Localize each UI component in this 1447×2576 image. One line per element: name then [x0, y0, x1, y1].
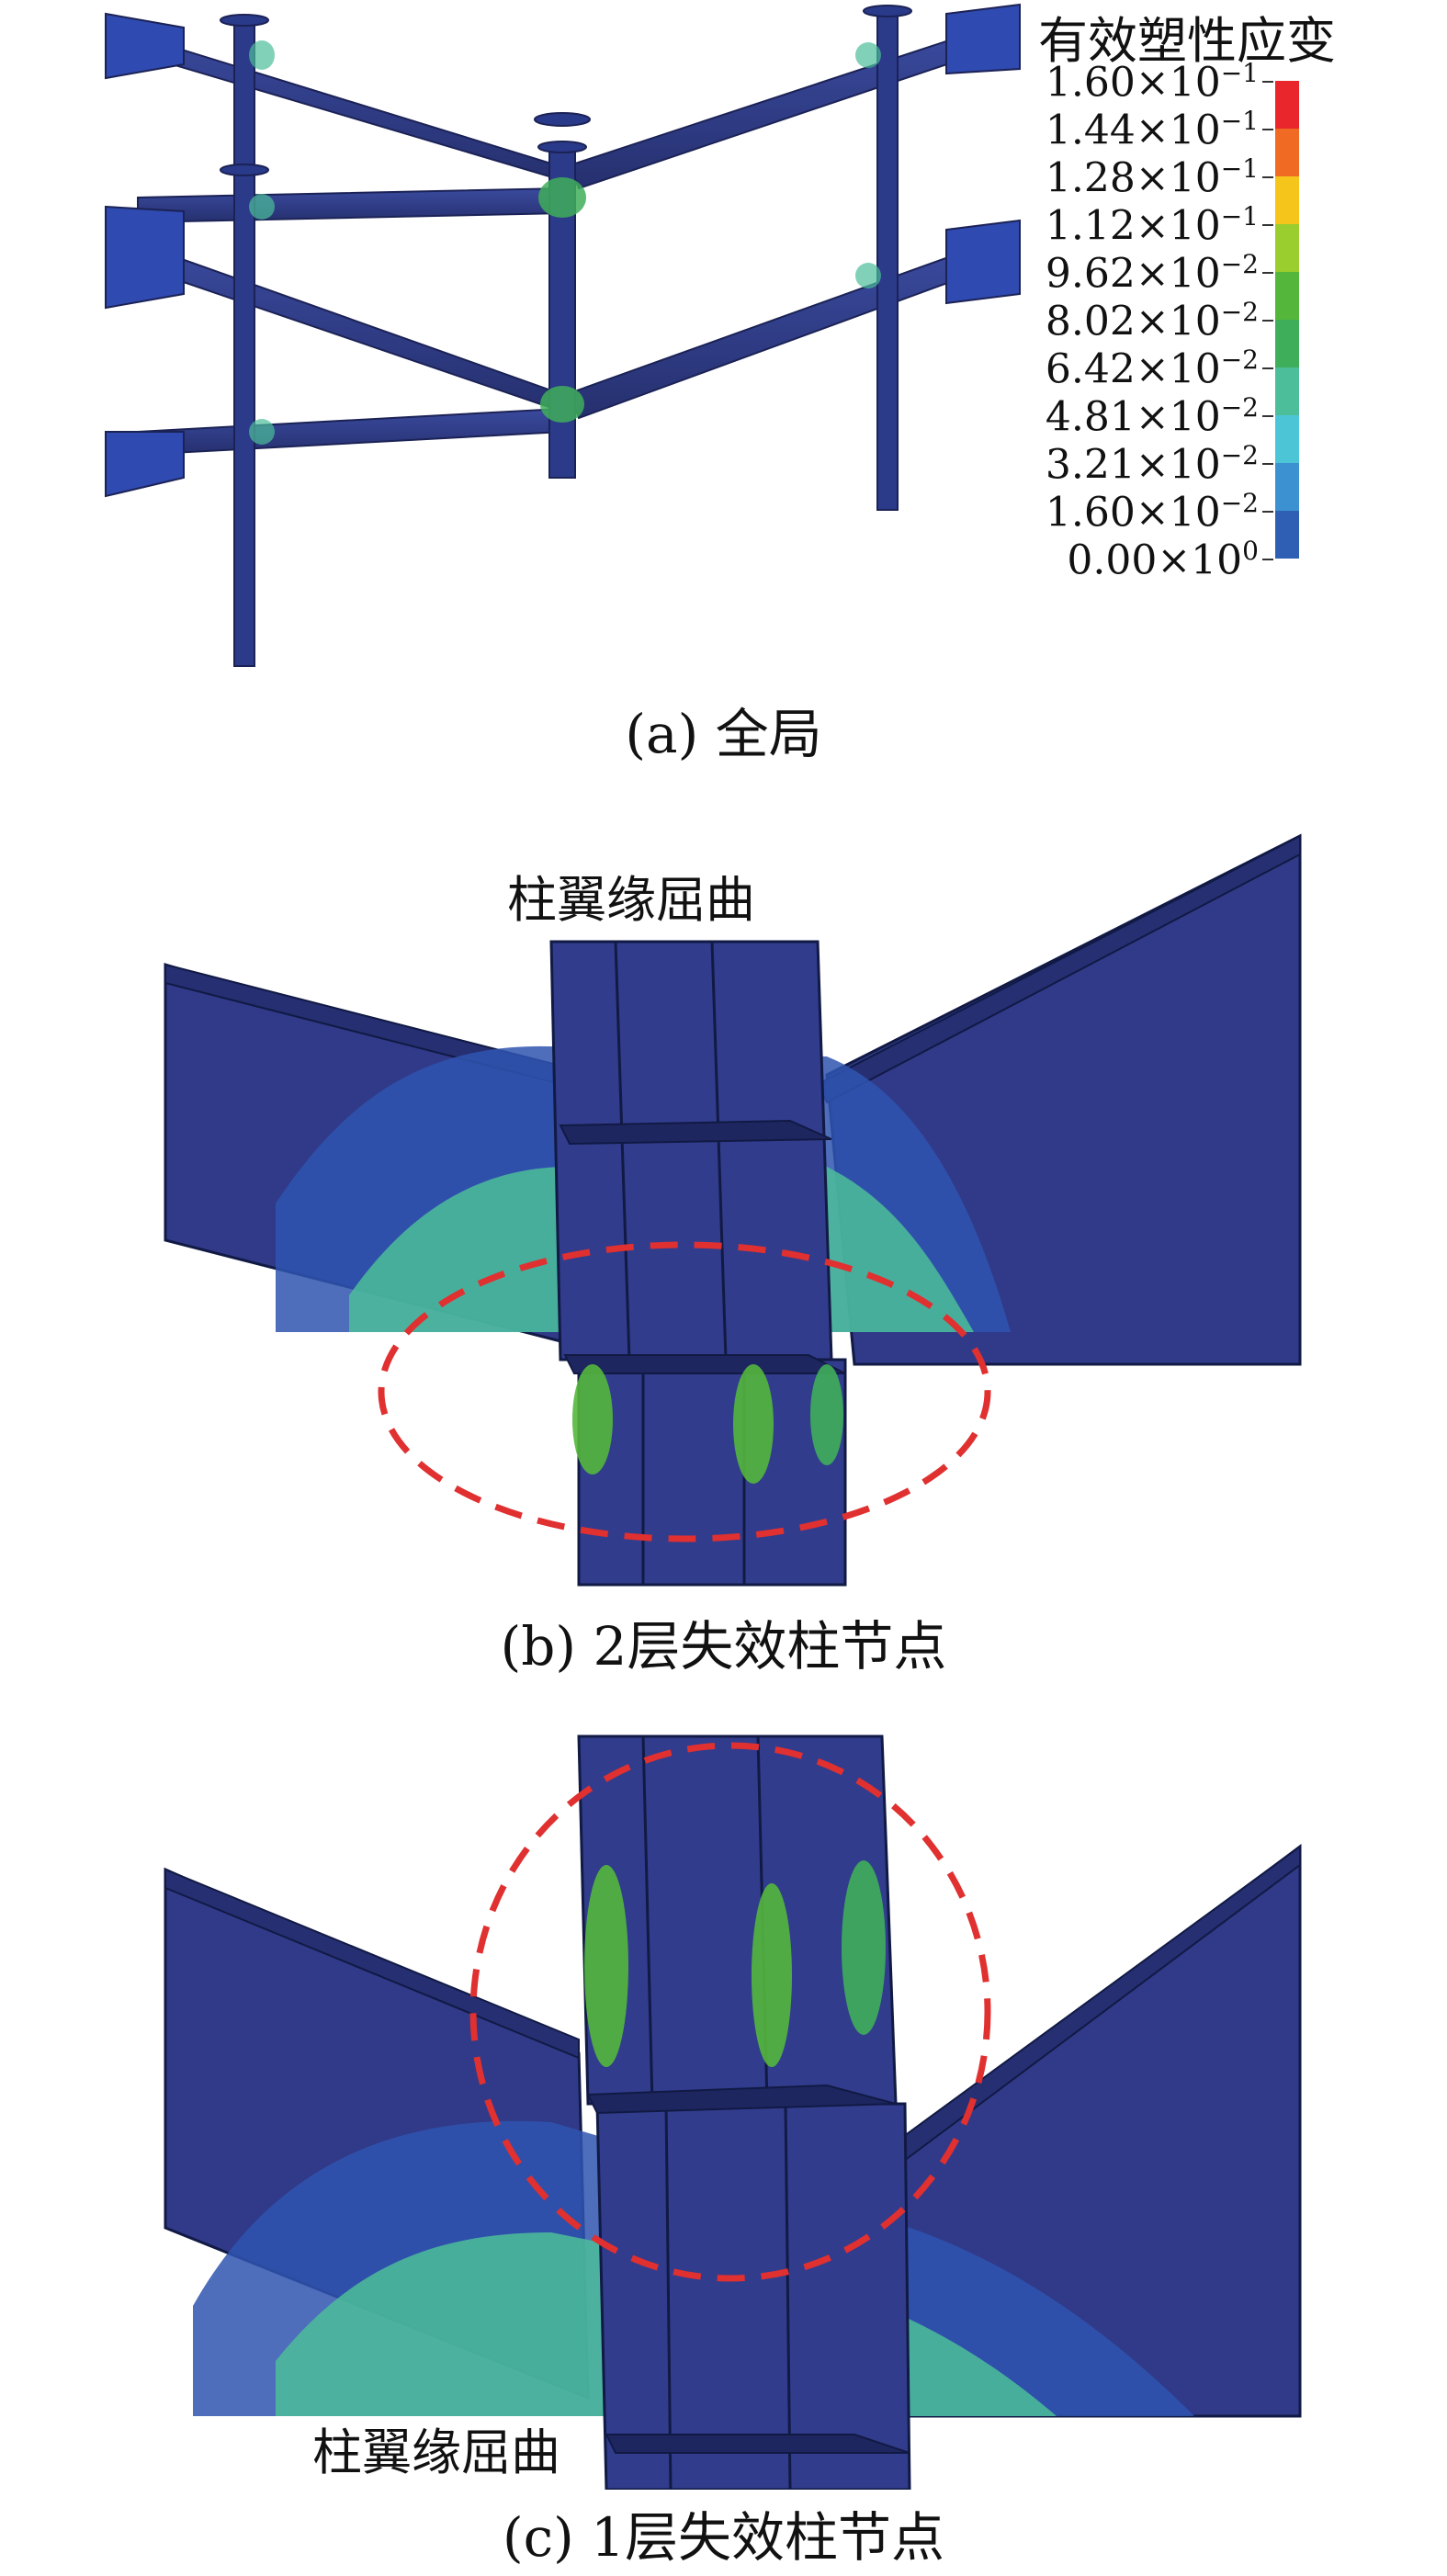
legend-label: 9.62×10−2: [1045, 249, 1259, 298]
column-lower: [595, 2102, 911, 2490]
legend-swatch: [1275, 463, 1299, 511]
joint-view-floor-1: [164, 1734, 1302, 2490]
joint-strain-hotspots: [249, 40, 881, 445]
stiffener-lower: [563, 1354, 846, 1374]
legend-swatch: [1275, 176, 1299, 224]
legend-tick: [1262, 320, 1273, 322]
global-frame-view: [105, 3, 1021, 667]
legend-label: 1.12×10−1: [1045, 201, 1259, 250]
buckle-strain-3: [810, 1364, 843, 1465]
legend-label: 1.44×10−1: [1045, 106, 1259, 154]
cap-plates: [220, 5, 912, 176]
legend-tick: [1262, 176, 1273, 178]
legend-label: 3.21×10−2: [1045, 440, 1259, 489]
buckle-strain-1: [584, 1865, 628, 2067]
column-lower: [577, 1358, 847, 1587]
stiffener-upper: [586, 2084, 897, 2115]
legend-swatch: [1275, 224, 1299, 272]
legend-tick: [1262, 367, 1273, 369]
annotation-b: 柱翼缘屈曲: [507, 871, 755, 929]
legend-tick: [1262, 415, 1273, 417]
buckling-highlight-circle-b: [378, 1241, 991, 1542]
legend-swatch: [1275, 320, 1299, 367]
legend-swatch: [1275, 415, 1299, 463]
buckle-strain-3: [842, 1860, 886, 2035]
legend-swatch: [1275, 272, 1299, 320]
legend-label: 4.81×10−2: [1045, 392, 1259, 441]
left-beam-flange: [164, 1868, 580, 2060]
stiffener-upper: [559, 1119, 832, 1146]
legend-tick: [1262, 224, 1273, 226]
legend-label: 1.60×10−2: [1045, 488, 1259, 537]
legend-label: 0.00×100: [1067, 536, 1259, 584]
legend-tick: [1262, 81, 1273, 83]
legend-swatch: [1275, 81, 1299, 129]
joint-view-floor-2: [164, 833, 1302, 1587]
buckling-highlight-circle-c: [469, 1742, 991, 2282]
legend-tick: [1262, 463, 1273, 465]
buckle-strain-2: [733, 1364, 774, 1484]
legend-tick: [1262, 559, 1273, 560]
legend-tick: [1262, 272, 1273, 274]
legend-label: 1.60×10−1: [1045, 58, 1259, 107]
caption-b: (b) 2层失效柱节点: [500, 1615, 947, 1678]
legend-label: 1.28×10−1: [1045, 153, 1259, 202]
stiffener-lower: [605, 2434, 910, 2454]
legend-swatch: [1275, 367, 1299, 415]
legend-tick: [1262, 511, 1273, 513]
legend-swatch: [1275, 129, 1299, 176]
caption-c: (c) 1层失效柱节点: [502, 2506, 945, 2569]
column-upper: [549, 940, 833, 1361]
legend-swatch: [1275, 511, 1299, 559]
legend-title: 有效塑性应变: [1038, 12, 1336, 70]
legend-label: 8.02×10−2: [1045, 297, 1259, 345]
legend-tick: [1262, 129, 1273, 130]
buckle-strain-1: [572, 1364, 613, 1474]
buckle-strain-2: [752, 1883, 792, 2067]
beam-stubs: [105, 3, 1021, 498]
annotation-c: 柱翼缘屈曲: [312, 2423, 560, 2481]
legend-label: 6.42×10−2: [1045, 345, 1259, 393]
caption-a: (a) 全局: [625, 703, 822, 765]
